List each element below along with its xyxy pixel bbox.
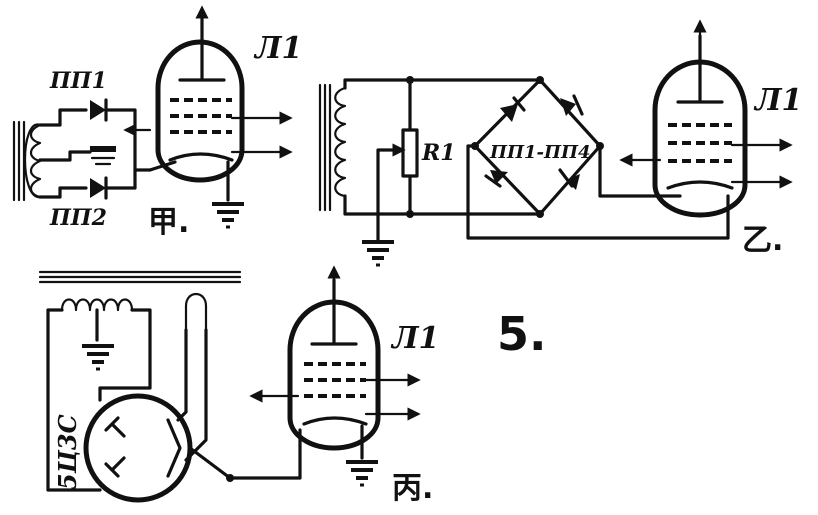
hv-coil xyxy=(60,298,134,312)
caption-yi: 乙. xyxy=(742,223,783,258)
tube-label-yi: Л1 xyxy=(753,83,802,118)
diode-label-pp1: ПП1 xyxy=(49,68,107,94)
diode-pp1-symbol xyxy=(90,98,108,122)
bridge-label: ПП1-ПП4 xyxy=(489,142,591,163)
primary-loop xyxy=(23,123,42,199)
resistor-label: R1 xyxy=(421,140,456,166)
rectifier-label: 5Ц3С xyxy=(53,414,82,490)
diode-pp2-symbol xyxy=(90,176,108,200)
secondary-coil-yi xyxy=(334,86,347,198)
rectifier-5c3s xyxy=(83,393,234,503)
panel-bing: Л1 5Ц3С 丙. xyxy=(38,265,439,506)
transformer-core xyxy=(12,120,26,202)
tube-l1-bing xyxy=(249,265,421,487)
caption-jia: 甲. xyxy=(148,205,189,240)
tube-l1-jia xyxy=(148,5,293,229)
bias-cell xyxy=(90,146,116,166)
figure-number: 5. xyxy=(497,307,546,361)
panel-jia: Л1 ПП1 ПП2 甲. xyxy=(12,5,302,240)
transformer-core-yi xyxy=(318,83,332,212)
transformer-core-bing xyxy=(38,270,242,284)
tube-label-bing: Л1 xyxy=(390,321,439,356)
caption-bing: 丙. xyxy=(392,471,433,506)
tube-label-jia: Л1 xyxy=(253,31,302,66)
resistor-r1 xyxy=(360,128,419,267)
panel-yi: Л1 R1 ПП1-ПП4 乙. xyxy=(318,19,802,267)
diode-label-pp2: ПП2 xyxy=(49,205,107,231)
filament-coil xyxy=(184,292,208,332)
secondary-coil xyxy=(29,123,42,199)
tube-l1-yi xyxy=(619,19,793,218)
